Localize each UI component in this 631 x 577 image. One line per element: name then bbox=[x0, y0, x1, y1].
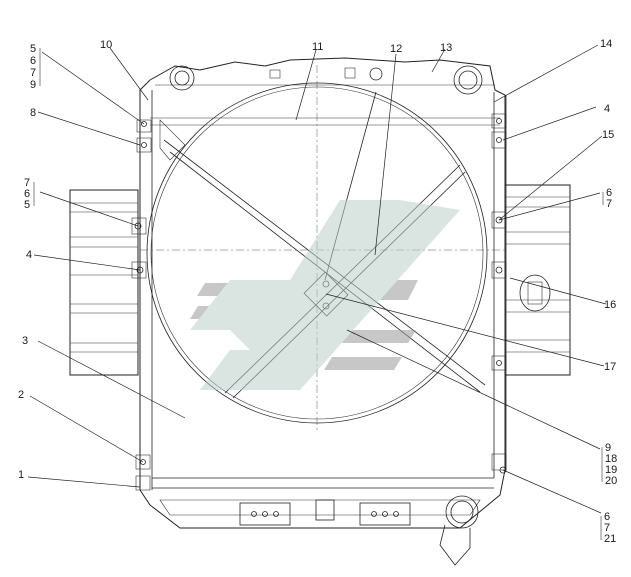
callout-9-top: 9 bbox=[30, 79, 36, 91]
callout-16: 16 bbox=[604, 299, 616, 311]
callout-19: 19 bbox=[605, 464, 617, 476]
callout-21: 21 bbox=[604, 533, 616, 545]
callout-labels: 5 6 7 9 8 10 11 12 13 14 4 15 7 6 5 6 7 … bbox=[18, 38, 617, 545]
callout-17: 17 bbox=[604, 361, 616, 373]
callout-8: 8 bbox=[30, 107, 36, 119]
callout-13: 13 bbox=[440, 42, 452, 54]
callout-12: 12 bbox=[390, 43, 402, 55]
callout-2: 2 bbox=[18, 389, 24, 401]
callout-10: 10 bbox=[100, 39, 112, 51]
callout-5-left-mid: 5 bbox=[24, 199, 30, 211]
callout-6-right-bottom: 6 bbox=[604, 511, 610, 523]
callout-7-left-mid: 7 bbox=[24, 177, 30, 189]
callout-3: 3 bbox=[22, 335, 28, 347]
leader-lines bbox=[27, 44, 607, 514]
callout-20: 20 bbox=[605, 475, 617, 487]
radiator-frame bbox=[131, 57, 507, 566]
callout-7-top: 7 bbox=[30, 67, 36, 79]
callout-6-right-mid: 6 bbox=[606, 187, 612, 199]
callout-6-left-mid: 6 bbox=[24, 188, 30, 200]
watermark-logo bbox=[190, 200, 460, 390]
callout-1: 1 bbox=[18, 469, 24, 481]
callout-6-top: 6 bbox=[30, 55, 36, 67]
callout-15: 15 bbox=[602, 129, 614, 141]
callout-4-right-top: 4 bbox=[604, 103, 610, 115]
callout-4-left: 4 bbox=[26, 249, 32, 261]
left-mounting-bracket bbox=[69, 189, 139, 376]
callout-9-right: 9 bbox=[605, 442, 611, 454]
callout-18: 18 bbox=[605, 453, 617, 465]
callout-11: 11 bbox=[312, 41, 323, 53]
right-mounting-bracket bbox=[504, 184, 571, 376]
callout-14: 14 bbox=[600, 38, 612, 50]
callout-5-top: 5 bbox=[30, 43, 36, 55]
callout-7-right-bottom: 7 bbox=[604, 522, 610, 534]
callout-7-right-mid: 7 bbox=[606, 198, 612, 210]
